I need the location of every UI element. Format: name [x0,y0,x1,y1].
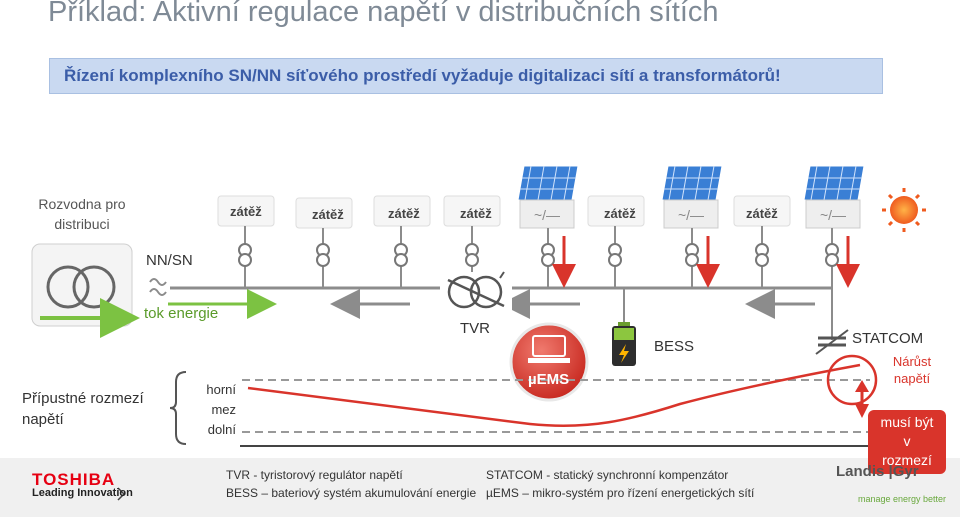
must-be-line1: musí být [880,414,934,430]
substation-transformer-icon [31,243,140,338]
banner-text: Řízení komplexního SN/NN síťového prostř… [64,66,781,85]
feeder-load-6 [733,195,791,288]
voltage-range-label-line2: napětí [22,411,64,428]
must-be-line2: v [903,433,911,449]
feeder-load-3 [373,195,431,288]
voltage-rise-label: Nárůst napětí [884,353,940,387]
upper-limit-label: horní [206,382,236,397]
energy-flow-label: tok energie [144,305,219,322]
footer-band [0,458,960,517]
bess-label: BESS [654,338,695,355]
feeder-load-4 [443,195,501,288]
load-label-3: zátěž [388,206,420,221]
uems-controller-icon [509,322,589,402]
landis-gyr-logo: Landis |Gyr [836,463,919,480]
toshiba-logo: TOSHIBA [32,470,116,489]
limit-label: mez [211,402,236,417]
load-label-1: zátěž [230,204,262,219]
voltage-range-label: Přípustné rozmezí napětí [22,390,144,428]
footnote-tvr: TVR - tyristorový regulátor napětí [226,468,403,482]
load-label-2: zátěž [312,207,344,222]
voltage-rise-line1: Nárůst [892,354,932,369]
statcom-label: STATCOM [852,330,924,347]
page-title: Příklad: Aktivní regulace napětí v distr… [48,0,719,28]
svg-text:~/—: ~/— [534,207,560,223]
feeder-load-5 [587,195,645,288]
lower-limit-label: dolní [207,422,236,437]
voltage-range-bracket [169,371,187,445]
sun-icon [882,188,926,232]
footnote-bess: BESS – bateriový systém akumulování ener… [226,486,477,500]
voltage-correction-arrow [855,380,869,418]
feeder-load-1 [217,195,275,288]
footnote-uems: µEMS – mikro-systém pro řízení energetic… [486,486,755,500]
footnote-statcom: STATCOM - statický synchronní kompenzáto… [486,468,729,482]
voltage-rise-highlight [826,354,878,406]
must-be-in-range-callout: musí být v rozmezí [868,410,946,474]
substation-label-line1: Rozvodna pro [38,196,126,212]
uems-label: µEMS [528,371,570,388]
voltage-profile-curve [247,363,861,427]
tvr-label: TVR [460,320,490,337]
feeder-load-2 [295,197,353,288]
landis-gyr-tagline: manage energy better [858,494,947,504]
toshiba-chevron-icon [117,487,126,501]
nn-sn-label: NN/SN [146,252,193,269]
voltage-range-label-line1: Přípustné rozmezí [22,390,144,407]
voltage-rise-line2: napětí [893,371,931,386]
substation-label-line2: distribuci [54,216,110,232]
svg-text:~/—: ~/— [820,207,846,223]
statcom-icon [815,288,849,355]
solar-panel-icon-1: ~/— [517,165,579,288]
voltage-limits-labels: horní mez dolní [196,380,236,440]
svg-text:~/—: ~/— [678,207,704,223]
solar-panel-icon-2: ~/— [661,165,723,288]
toshiba-tagline: Leading Innovation [32,487,133,499]
battery-icon [612,288,636,366]
must-be-line3: rozmezí [882,452,932,468]
load-label-6: zátěž [746,206,778,221]
load-label-5: zátěž [604,206,636,221]
banner: Řízení komplexního SN/NN síťového prostř… [49,58,883,94]
substation-label: Rozvodna pro distribuci [22,196,142,232]
solar-panel-icon-3: ~/— [803,165,865,288]
load-label-4: zátěž [460,206,492,221]
tvr-transformer-icon [440,271,512,314]
